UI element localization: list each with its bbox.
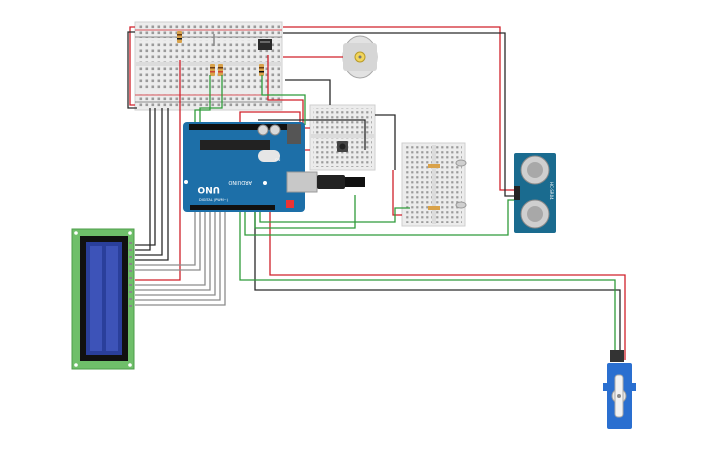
resistor-3: [218, 64, 223, 76]
lcd-display: [71, 228, 135, 370]
ic-chip: [258, 39, 272, 50]
small-breadboard-2: [401, 142, 467, 227]
arduino-on-label: ON: [275, 158, 281, 162]
arduino-brand-label: UNO: [197, 184, 220, 194]
dc-motor: [342, 35, 378, 79]
ultrasonic-label: HC-SR04: [549, 182, 554, 200]
arduino-logo-label: ARDUINO: [228, 179, 252, 185]
resistor-1: [177, 31, 182, 43]
arduino-uno: UNO ARDUINO DIGITAL (PWM~) ON: [183, 122, 365, 212]
resistor-4: [259, 64, 264, 76]
main-breadboard: [134, 21, 283, 111]
arduino-digital-label: DIGITAL (PWM~): [199, 198, 229, 202]
resistor-2: [210, 64, 215, 76]
ultrasonic-sensor: HC-SR04: [514, 153, 556, 233]
small-breadboard-1: [309, 104, 376, 171]
servo-motor: [603, 350, 636, 429]
